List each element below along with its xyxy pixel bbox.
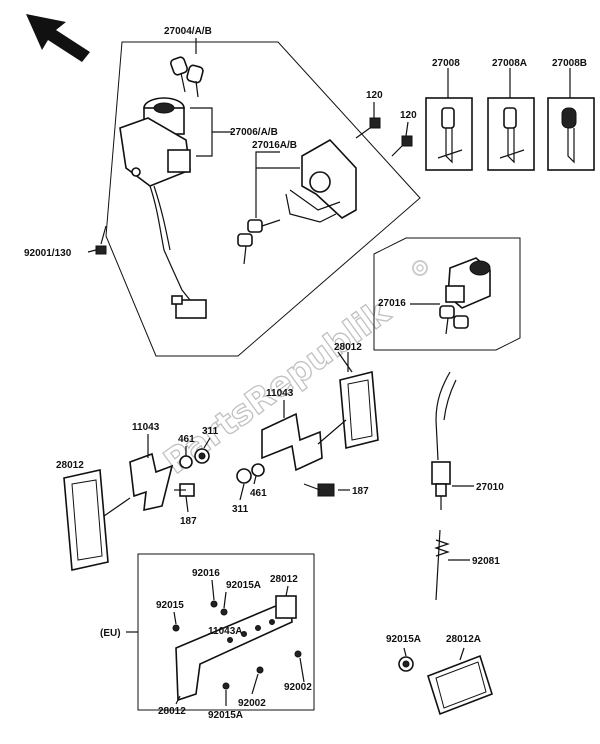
label-187-right: 187 bbox=[352, 486, 369, 497]
label-11043-right: 11043 bbox=[266, 388, 294, 399]
blank-key-27008 bbox=[425, 97, 473, 171]
ignition-keys bbox=[170, 56, 204, 98]
switch-27010 bbox=[431, 371, 457, 510]
bolt-92001 bbox=[95, 225, 107, 255]
leader-lines bbox=[87, 38, 571, 706]
label-187-left: 187 bbox=[180, 516, 197, 527]
label-92015A-top: 92015A bbox=[226, 580, 261, 591]
blank-key-27008A bbox=[487, 97, 535, 171]
label-28012-box: 28012 bbox=[270, 574, 298, 585]
seat-lock bbox=[237, 138, 357, 265]
eu-bracket-11043A bbox=[175, 595, 297, 702]
front-arrow-icon bbox=[26, 14, 90, 62]
label-92081: 92081 bbox=[472, 556, 500, 567]
label-28012-left: 28012 bbox=[56, 460, 84, 471]
label-92015A-bottom: 92015A bbox=[208, 710, 243, 721]
label-11043-left: 11043 bbox=[132, 422, 160, 433]
label-28012A: 28012A bbox=[446, 634, 481, 645]
bracket-11043-left bbox=[129, 452, 174, 512]
label-92002-b: 92002 bbox=[284, 682, 312, 693]
bracket-11043-right bbox=[261, 412, 347, 472]
label-28012-box-bottom: 28012 bbox=[158, 706, 186, 717]
screw-120 bbox=[355, 117, 381, 139]
label-11043A: 11043A bbox=[208, 626, 242, 637]
label-92015-box: 92015 bbox=[156, 600, 184, 611]
label-eu: (EU) bbox=[100, 628, 121, 639]
label-27008B: 27008B bbox=[552, 58, 587, 69]
label-92016: 92016 bbox=[192, 568, 220, 579]
label-27006: 27006/A/B bbox=[230, 127, 278, 138]
label-92015A-right: 92015A bbox=[386, 634, 421, 645]
gear-icon bbox=[412, 260, 428, 276]
spring-92081 bbox=[434, 529, 450, 601]
hardware-left bbox=[174, 448, 210, 497]
reflector-28012A bbox=[427, 654, 493, 716]
label-461-left: 461 bbox=[178, 434, 195, 445]
label-311-right: 311 bbox=[232, 504, 249, 515]
label-92002-a: 92002 bbox=[238, 698, 266, 709]
eu-hardware bbox=[172, 600, 302, 690]
reflector-28012-right bbox=[337, 351, 379, 450]
ignition-group-outline bbox=[105, 41, 421, 357]
hardware-right bbox=[236, 463, 335, 497]
label-311-left: 311 bbox=[202, 426, 219, 437]
screw-120-b bbox=[391, 135, 413, 157]
label-27016A: 27016A/B bbox=[252, 140, 297, 151]
nut-92015A bbox=[398, 656, 414, 672]
label-27008: 27008 bbox=[432, 58, 460, 69]
ignition-switch bbox=[119, 97, 207, 319]
reflector-28012-left bbox=[63, 469, 131, 571]
label-27004: 27004/A/B bbox=[164, 26, 212, 37]
lock-27016 bbox=[439, 257, 491, 335]
label-120-b: 120 bbox=[400, 110, 417, 121]
label-27016: 27016 bbox=[378, 298, 406, 309]
label-92001: 92001/130 bbox=[24, 248, 72, 259]
blank-key-27008B bbox=[547, 97, 595, 171]
label-27008A: 27008A bbox=[492, 58, 527, 69]
label-120-a: 120 bbox=[366, 90, 383, 101]
label-28012-top: 28012 bbox=[334, 342, 362, 353]
label-27010: 27010 bbox=[476, 482, 504, 493]
label-461-right: 461 bbox=[250, 488, 267, 499]
lock-27016-outline bbox=[373, 237, 521, 351]
